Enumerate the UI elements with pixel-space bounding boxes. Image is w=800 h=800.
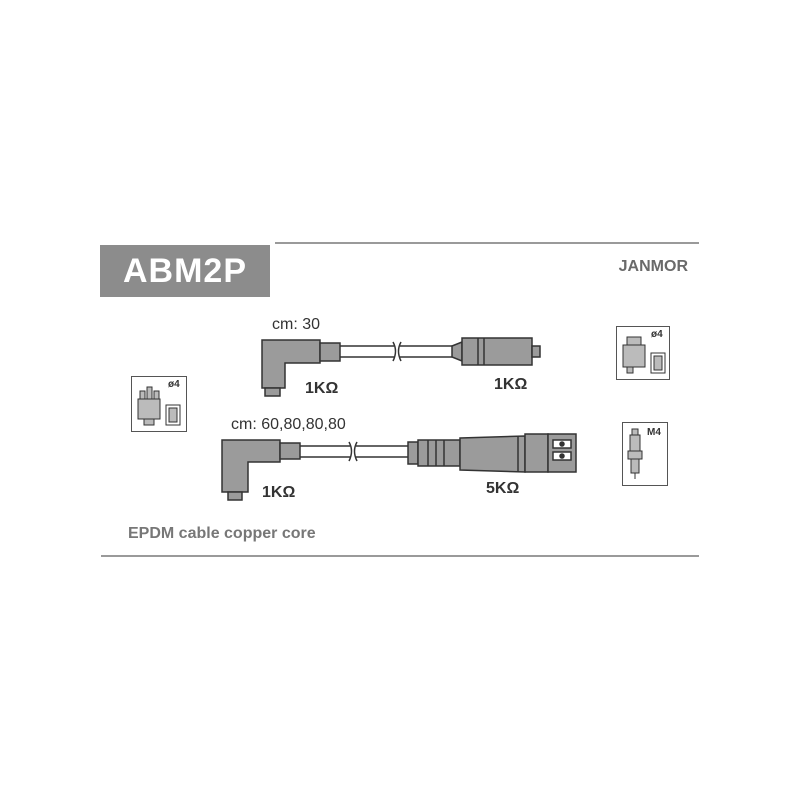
ignition-coil-icon: ø4 [616,326,670,380]
cable-1-left-angled-boot [261,339,341,397]
spark-plug-icon: M4 [622,422,668,486]
cable-2-wire [300,441,408,462]
spark-plug-thread-label: M4 [647,427,661,438]
cable-1-right-straight-boot [451,337,541,366]
cable-2-left-resistance: 1KΩ [262,484,296,501]
cable-2-length-label: cm: 60,80,80,80 [231,416,346,433]
cable-2-left-angled-boot [221,439,301,501]
cable-2-right-plug-connector [407,433,577,473]
cable-1-left-resistance: 1KΩ [305,380,339,397]
header-divider [275,242,699,244]
cable-material-note: EPDM cable copper core [128,525,316,542]
distributor-cap-icon: ø4 [131,376,187,432]
coil-diameter-label: ø4 [651,329,663,340]
part-number-title: ABM2P [100,245,270,297]
distributor-cap-diameter-label: ø4 [168,379,180,390]
brand-name: JANMOR [618,258,688,275]
cable-1-right-resistance: 1KΩ [494,376,528,393]
cable-1-length-label: cm: 30 [272,316,321,333]
cable-1-wire [340,341,452,362]
footer-divider [101,555,699,557]
cable-2-right-resistance: 5KΩ [486,480,520,497]
